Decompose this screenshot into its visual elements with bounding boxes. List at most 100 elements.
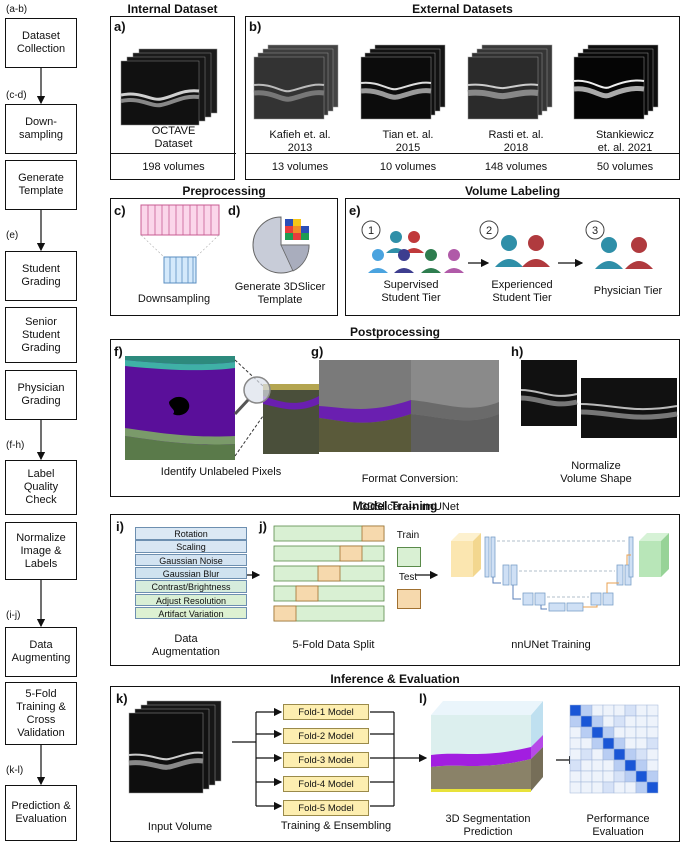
matrix-cell [580, 704, 593, 717]
input-volume-label: Input Volume [147, 821, 213, 833]
matrix-cell [635, 726, 648, 739]
format-conversion-illustration [319, 360, 499, 452]
matrix-cell [613, 726, 626, 739]
internal-dataset-title: Internal Dataset [127, 2, 218, 16]
step-label-quality-check: Label Quality Check [5, 460, 77, 515]
oct-volume-stack [120, 48, 218, 126]
augmentation-item: Adjust Resolution [135, 593, 247, 606]
matrix-cell [591, 715, 604, 728]
panel-letter: c) [114, 203, 126, 218]
step-dataset-collection: Dataset Collection [5, 18, 77, 68]
matrix-cell [602, 726, 615, 739]
matrix-cell [602, 759, 615, 772]
fold-model-box: Fold-1 Model [283, 704, 369, 720]
fold-test-block [273, 605, 297, 622]
external-datasets-panel: b) Kafieh et. al.2013 13 volumes Tian et… [245, 16, 680, 180]
matrix-cell [624, 759, 637, 772]
matrix-cell [591, 726, 604, 739]
oct-volume-stack [467, 44, 553, 120]
matrix-cell [624, 748, 637, 761]
matrix-cell [591, 759, 604, 772]
model-training-title: Model Training [352, 499, 438, 513]
matrix-cell [580, 715, 593, 728]
tier-label: Experienced Student Tier [491, 279, 553, 304]
volume-labeling-panel: e) 1 2 3 Supervised Student Tier [345, 198, 680, 316]
panel-letter: l) [419, 691, 427, 706]
matrix-cell [580, 748, 593, 761]
matrix-cell [635, 770, 648, 783]
step-downsampling: Down- sampling [5, 104, 77, 154]
dataset-volume-count: 10 volumes [379, 161, 437, 173]
matrix-cell [569, 704, 582, 717]
matrix-cell [580, 770, 593, 783]
oct-volume-stack [573, 44, 659, 120]
fold-model-box: Fold-3 Model [283, 752, 369, 768]
matrix-cell [602, 781, 615, 794]
matrix-cell [602, 737, 615, 750]
augmentation-item: Gaussian Blur [135, 566, 247, 580]
matrix-cell [580, 737, 593, 750]
step-tag: (e) [6, 230, 19, 241]
experienced-people-icons [495, 235, 550, 267]
matrix-cell [569, 781, 582, 794]
panel-letter: k) [116, 691, 128, 706]
matrix-cell [624, 737, 637, 750]
matrix-cell [635, 715, 648, 728]
matrix-cell [569, 748, 582, 761]
augmentation-item: Gaussian Noise [135, 553, 247, 567]
matrix-cell [613, 715, 626, 728]
panel-letter: e) [349, 203, 361, 218]
matrix-cell [602, 770, 615, 783]
panel-letter: b) [249, 19, 262, 34]
fold-train-bar [273, 545, 385, 562]
matrix-cell [613, 748, 626, 761]
segmentation-volume [431, 701, 543, 792]
tier-label: Physician Tier [593, 285, 663, 297]
tier-number: 3 [592, 225, 598, 237]
panel-letter: g) [311, 344, 324, 359]
performance-label: Performance Evaluation [586, 813, 650, 838]
step-tag: (i-j) [6, 610, 21, 621]
matrix-cell [646, 715, 659, 728]
dataset-volume-count: 148 volumes [484, 161, 548, 173]
fold-test-block [317, 565, 341, 582]
slicer-template-icon [252, 216, 310, 274]
matrix-cell [646, 704, 659, 717]
matrix-cell [635, 781, 648, 794]
tier-label: Supervised Student Tier [381, 279, 441, 304]
panel-letter: j) [259, 519, 267, 534]
step-prediction-evaluation: Prediction & Evaluation [5, 785, 77, 841]
matrix-cell [602, 748, 615, 761]
matrix-cell [591, 748, 604, 761]
matrix-cell [624, 781, 637, 794]
matrix-cell [591, 704, 604, 717]
augmentation-item: Contrast/Brightness [135, 580, 247, 593]
postprocessing-panel: f) Identify Unlabeled Pixels g) Format C… [110, 339, 680, 513]
dataset-volume-count: 13 volumes [271, 161, 329, 173]
volume-labeling-title: Volume Labeling [464, 184, 561, 198]
matrix-cell [635, 759, 648, 772]
matrix-cell [591, 781, 604, 794]
matrix-cell [613, 781, 626, 794]
normalize-shape-illustration [520, 360, 678, 438]
step-tag: (k-l) [6, 765, 24, 776]
input-volume-stack [128, 700, 222, 794]
step-tag: (f-h) [6, 440, 25, 451]
downsampling-label: Downsampling [137, 293, 211, 305]
oct-volume-stack [253, 44, 339, 120]
matrix-cell [569, 770, 582, 783]
student-people-icons [368, 231, 464, 273]
fold-test-block [339, 545, 363, 562]
matrix-cell [569, 715, 582, 728]
step-tag: (a-b) [6, 4, 28, 15]
matrix-cell [591, 737, 604, 750]
segmentation-label: 3D Segmentation Prediction [445, 813, 531, 838]
labeling-tiers-illustration: 1 2 3 [361, 220, 653, 273]
physician-people-icons [595, 237, 653, 269]
matrix-cell [635, 737, 648, 750]
matrix-cell [569, 737, 582, 750]
matrix-cell [569, 759, 582, 772]
octave-volume-count: 198 volumes [142, 161, 205, 173]
oct-volume-stack [360, 44, 446, 120]
